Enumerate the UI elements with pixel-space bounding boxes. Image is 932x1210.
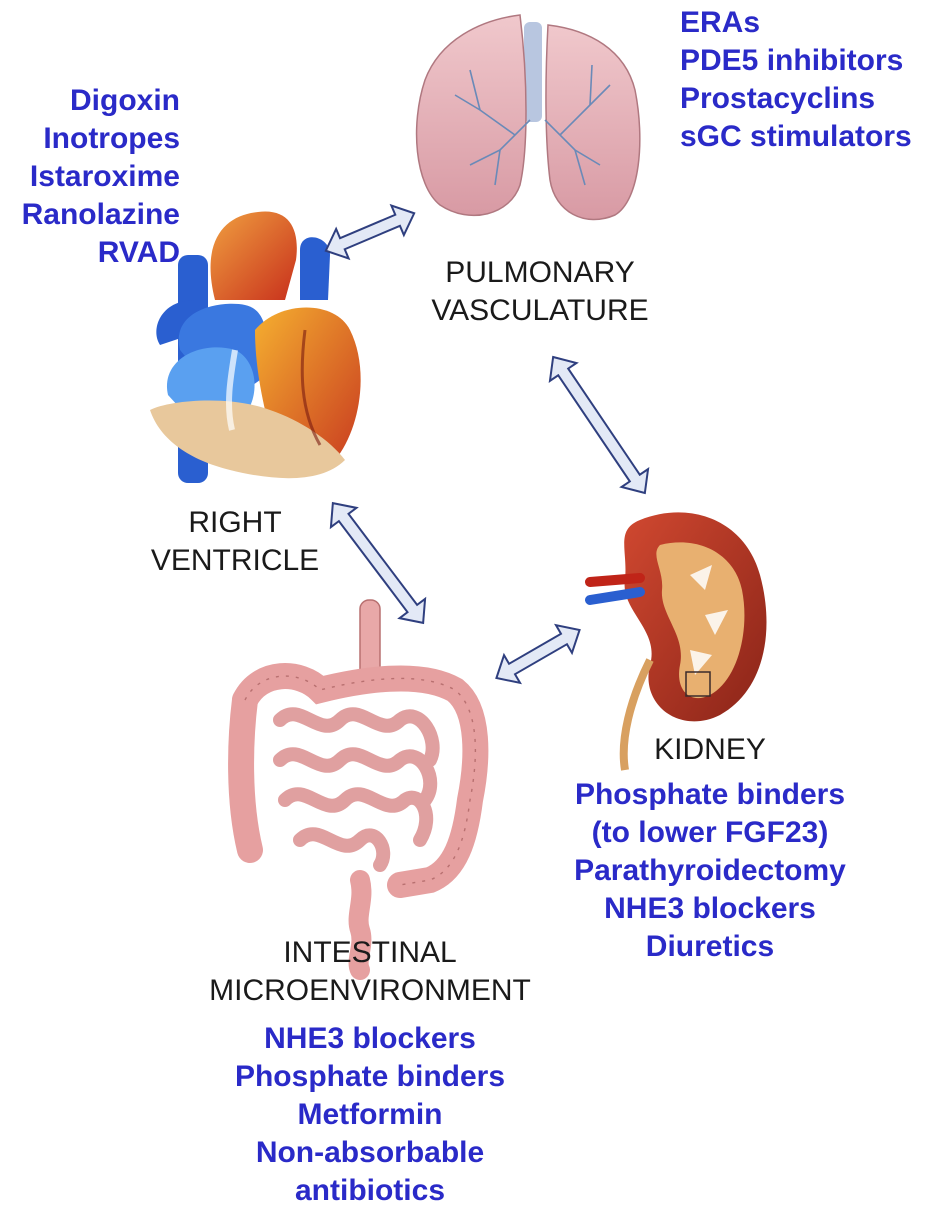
pv-label: PULMONARY VASCULATURE (390, 254, 690, 330)
intestine-illustration (241, 600, 475, 970)
organ-label-line: KIDNEY (590, 731, 830, 769)
kidney-therapy-list: Phosphate binders (to lower FGF23) Parat… (560, 776, 860, 966)
therapy-item: Prostacyclins (680, 80, 912, 118)
gut-label: INTESTINAL MICROENVIRONMENT (190, 934, 550, 1010)
rv-therapy-list: Digoxin Inotropes Istaroxime Ranolazine … (22, 82, 180, 272)
therapy-item: Istaroxime (22, 158, 180, 196)
therapy-item: Phosphate binders (560, 776, 860, 814)
therapy-item: Parathyroidectomy (560, 852, 860, 890)
organ-label-line: MICROENVIRONMENT (190, 972, 550, 1010)
double-arrow-icon (540, 348, 658, 502)
therapy-item: NHE3 blockers (560, 890, 860, 928)
therapy-item: NHE3 blockers (215, 1020, 525, 1058)
therapy-item: Phosphate binders (215, 1058, 525, 1096)
kidney-label: KIDNEY (590, 731, 830, 769)
organ-label-line: RIGHT (90, 504, 380, 542)
therapy-item: Non-absorbable (215, 1134, 525, 1172)
organ-label-line: VENTRICLE (90, 542, 380, 580)
therapy-item: ERAs (680, 4, 912, 42)
therapy-item: (to lower FGF23) (560, 814, 860, 852)
therapy-item: sGC stimulators (680, 118, 912, 156)
therapy-item: Diuretics (560, 928, 860, 966)
therapy-item: antibiotics (215, 1172, 525, 1210)
rv-label: RIGHT VENTRICLE (90, 504, 380, 580)
lungs-illustration (417, 15, 640, 220)
gut-therapy-list: NHE3 blockers Phosphate binders Metformi… (215, 1020, 525, 1210)
therapy-item: PDE5 inhibitors (680, 42, 912, 80)
therapy-item: RVAD (22, 234, 180, 272)
organ-label-line: PULMONARY (390, 254, 690, 292)
therapy-item: Inotropes (22, 120, 180, 158)
organ-label-line: INTESTINAL (190, 934, 550, 972)
therapy-item: Metformin (215, 1096, 525, 1134)
double-arrow-icon (488, 616, 587, 692)
pv-therapy-list: ERAs PDE5 inhibitors Prostacyclins sGC s… (680, 4, 912, 156)
organ-label-line: VASCULATURE (390, 292, 690, 330)
therapy-item: Digoxin (22, 82, 180, 120)
therapy-item: Ranolazine (22, 196, 180, 234)
